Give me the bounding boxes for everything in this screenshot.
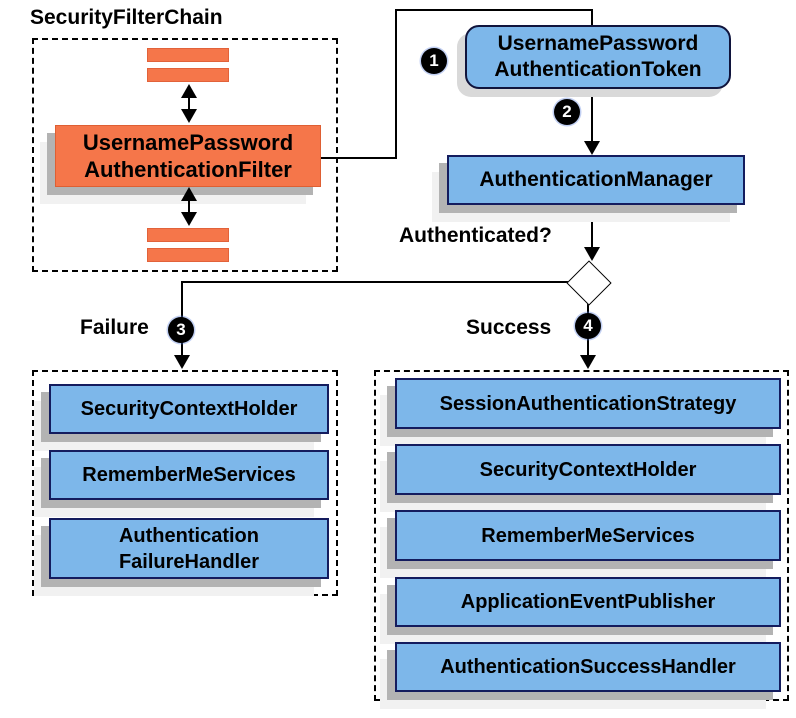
step-4-badge: 4 [575, 313, 601, 339]
step-2-badge: 2 [554, 99, 580, 125]
failure-components-box [32, 370, 338, 596]
decision-diamond [566, 260, 612, 306]
remember-me-services-box: RememberMeServices [49, 450, 329, 500]
authentication-failure-handler-box: Authentication FailureHandler [49, 518, 329, 579]
arrow-up-icon [181, 84, 197, 98]
arrow-up-icon [181, 187, 197, 201]
security-filter-chain-title: SecurityFilterChain [30, 6, 223, 29]
username-password-authentication-token-box: UsernamePassword AuthenticationToken [465, 25, 731, 89]
filter-bar [147, 48, 229, 62]
success-components-box [374, 370, 789, 701]
step-1-badge: 1 [421, 48, 447, 74]
connector-line [188, 95, 190, 112]
authentication-success-handler-box: AuthenticationSuccessHandler [395, 642, 781, 692]
step-3-badge: 3 [168, 317, 194, 343]
connector-filter-to-token [320, 157, 397, 159]
connector-filter-to-token [395, 9, 397, 159]
connector-manager-to-decision [591, 201, 593, 248]
filter-bar [147, 248, 229, 262]
connector-failure-branch [182, 281, 568, 283]
connector-filter-to-token [591, 9, 593, 29]
security-context-holder-box: SecurityContextHolder [395, 444, 781, 495]
connector-line [188, 198, 190, 215]
success-label: Success [466, 316, 552, 339]
application-event-publisher-box: ApplicationEventPublisher [395, 577, 781, 627]
arrow-down-icon [174, 355, 190, 369]
arrow-down-icon [584, 141, 600, 155]
connector-token-to-manager [591, 85, 593, 142]
authentication-manager-box: AuthenticationManager [447, 155, 745, 205]
filter-bar [147, 228, 229, 242]
username-password-authentication-filter-box: UsernamePassword AuthenticationFilter [55, 125, 321, 187]
connector-filter-to-token [395, 9, 593, 11]
arrow-down-icon [181, 109, 197, 123]
authenticated-question-label: Authenticated? [399, 224, 552, 247]
security-filter-chain-box [32, 38, 338, 272]
filter-bar [147, 68, 229, 82]
arrow-down-icon [580, 355, 596, 369]
arrow-down-icon [181, 212, 197, 226]
failure-label: Failure [80, 316, 149, 339]
remember-me-services-box: RememberMeServices [395, 510, 781, 561]
arrow-down-icon [584, 247, 600, 261]
session-authentication-strategy-box: SessionAuthenticationStrategy [395, 378, 781, 429]
security-context-holder-box: SecurityContextHolder [49, 384, 329, 434]
